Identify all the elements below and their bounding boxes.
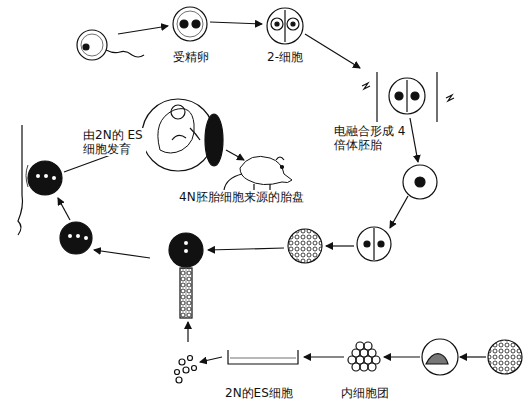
figure-label: 2-细胞 — [266, 50, 304, 64]
figure-label: 电融合形成 4倍体胚胎 — [333, 124, 407, 152]
figure-label: 2N的ES细胞 — [224, 386, 294, 400]
figure-label: 受精卵 — [172, 50, 210, 64]
figure-label: 内细胞团 — [340, 386, 390, 400]
figure-label: 由2N的 ES细胞发育 — [82, 128, 146, 156]
figure-label: 4N胚胎细胞来源的胎盘 — [178, 190, 305, 204]
